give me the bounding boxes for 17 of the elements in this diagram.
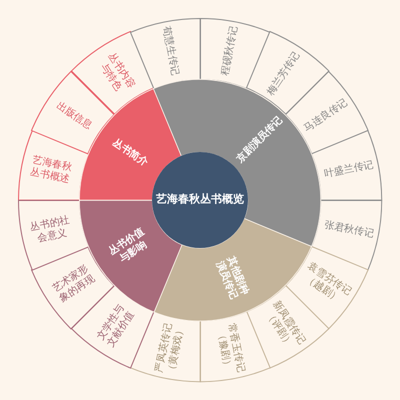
segment-label: 丛书简介 — [109, 136, 150, 170]
segment-label: 丛书的社会意义 — [28, 214, 72, 245]
center-title: 艺海春秋丛书概览 — [155, 194, 245, 206]
segment-label: 出版信息 — [53, 99, 95, 132]
segment-label: 梅兰芳传记 — [264, 49, 304, 99]
segment-label: 丛书价值与影响 — [106, 226, 150, 266]
segment-label: 张君秋传记 — [322, 218, 376, 240]
segment-label: 叶盛兰传记 — [322, 160, 376, 182]
segment-label: 荀慧生传记 — [160, 24, 182, 78]
segment-label: 丛书内容与特色 — [97, 50, 138, 95]
segment-label: 程砚秋传记 — [218, 24, 240, 78]
segment-label: 艺海春秋丛书概述 — [28, 155, 74, 186]
segment-label: 马连良传记 — [301, 96, 351, 136]
segment-label: 常香玉传记（豫剧） — [214, 320, 246, 375]
segment-label: 京剧演员传记 — [234, 114, 286, 166]
segment-label: 其他剧种演员传记 — [214, 254, 251, 302]
segment-label: 严凤英传记（黄梅戏） — [154, 320, 187, 376]
